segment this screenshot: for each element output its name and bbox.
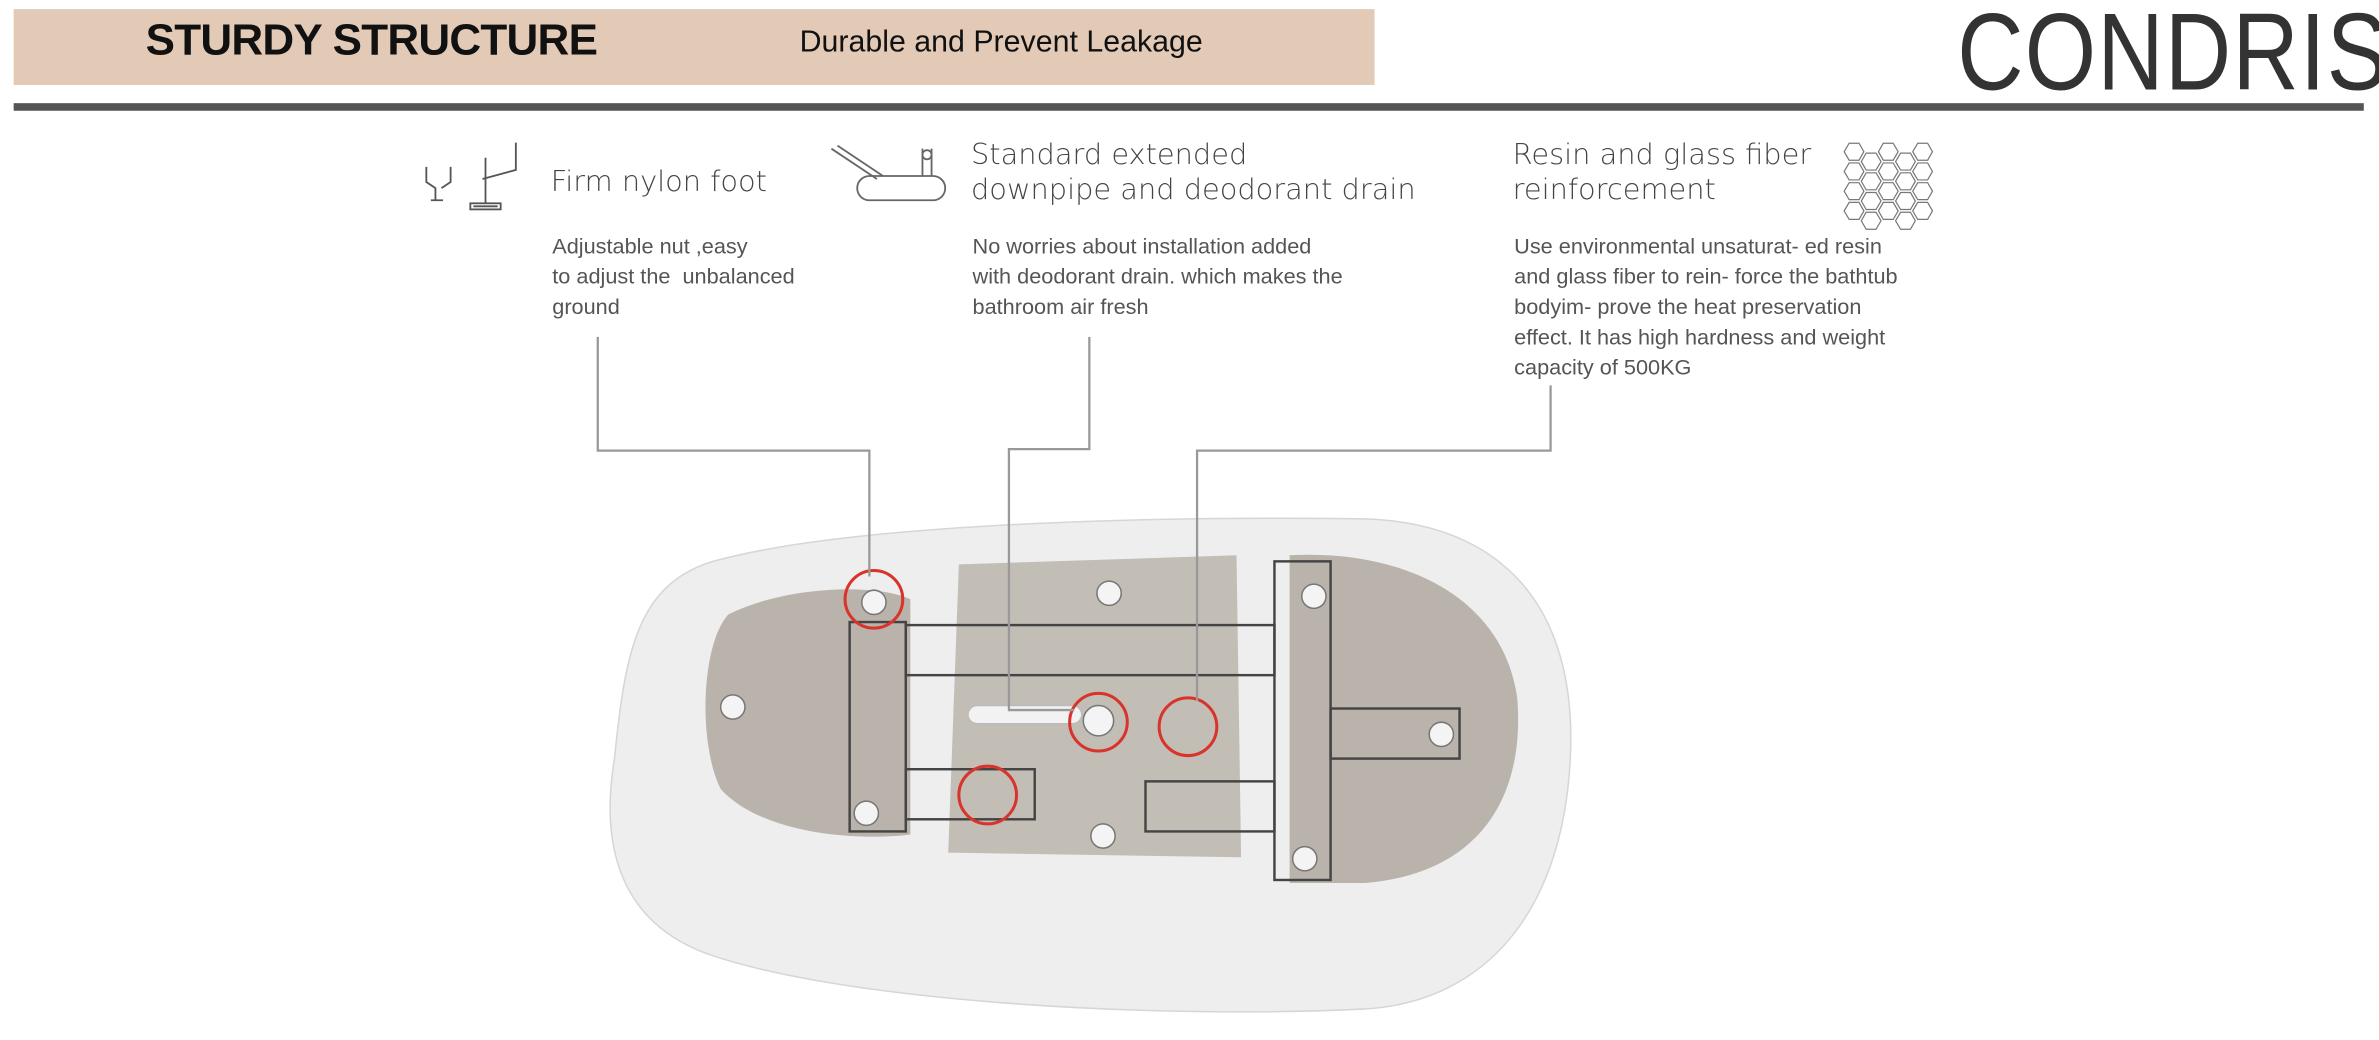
hexagon-cell [1894, 191, 1917, 211]
feature-title: Firm nylon foot [550, 165, 767, 199]
desc-line: No worries about installation added [972, 235, 1312, 260]
header-subtitle: Durable and Prevent Leakage [799, 25, 1203, 60]
desc-line: effect. It has high hardness and weight [1514, 326, 1886, 351]
hexagon-cell [1912, 142, 1934, 161]
header-band [13, 9, 1375, 85]
hexagon-cell [1860, 211, 1882, 230]
hexagon-cell [1877, 162, 1899, 181]
title-line: reinforcement [1512, 172, 1716, 207]
hexagon-cell [1877, 201, 1899, 220]
hexagon-cell [1894, 172, 1917, 191]
hexagon-cell [1912, 162, 1934, 181]
hexagon-cell [1860, 172, 1882, 191]
divider [13, 103, 2364, 111]
header-title: STURDY STRUCTURE [145, 16, 598, 66]
title-line: downpipe and deodorant drain [971, 172, 1416, 207]
highlight-circles [843, 568, 1219, 826]
callout-lines [596, 336, 1552, 712]
hexagon-cell [1912, 182, 1934, 201]
title-line: Standard extended [971, 138, 1248, 172]
bathtub-underside [609, 517, 1572, 1013]
hexagon-cell [1877, 142, 1899, 161]
hexagon-cell [1860, 191, 1882, 211]
desc-line: and glass fiber to rein- force the batht… [1514, 265, 1898, 290]
feature-description: No worries about installation added with… [973, 232, 1343, 323]
hexagon-mesh-icon [1843, 142, 1934, 230]
feature-title: Resin and glass fiber reinforcement [1513, 138, 1812, 208]
hexagon-cell [1843, 201, 1865, 220]
desc-line: bodyim- prove the heat preservation [1514, 295, 1862, 321]
desc-line: bathroom air fresh [972, 295, 1149, 321]
hexagon-cell [1912, 201, 1934, 220]
nylon-foot-icon [425, 142, 517, 211]
feature-description: Use environmental unsaturat- ed resin an… [1514, 232, 1897, 384]
brand-logo: CONDRIS [1957, 0, 2379, 114]
drain-pipe-icon [830, 144, 947, 202]
desc-line: capacity of 500KG [1514, 356, 1692, 381]
hexagon-cell [1860, 152, 1882, 171]
hexagon-cell [1894, 211, 1917, 230]
hexagon-cell [1894, 152, 1917, 171]
hexagon-cell [1843, 142, 1865, 161]
hexagon-cell [1843, 162, 1865, 181]
desc-line: ground [552, 295, 620, 321]
desc-line: to adjust the unbalanced [552, 265, 795, 290]
desc-line: Use environmental unsaturat- ed resin [1514, 235, 1882, 260]
hexagon-cell [1843, 182, 1865, 201]
hexagon-cell [1877, 182, 1899, 201]
feature-description: Adjustable nut ,easy to adjust the unbal… [552, 232, 794, 323]
feature-title: Standard extended downpipe and deodorant… [971, 138, 1416, 208]
title-line: Resin and glass fiber [1512, 138, 1812, 172]
desc-line: with deodorant drain. which makes the [972, 265, 1343, 290]
desc-line: Adjustable nut ,easy [552, 235, 748, 260]
